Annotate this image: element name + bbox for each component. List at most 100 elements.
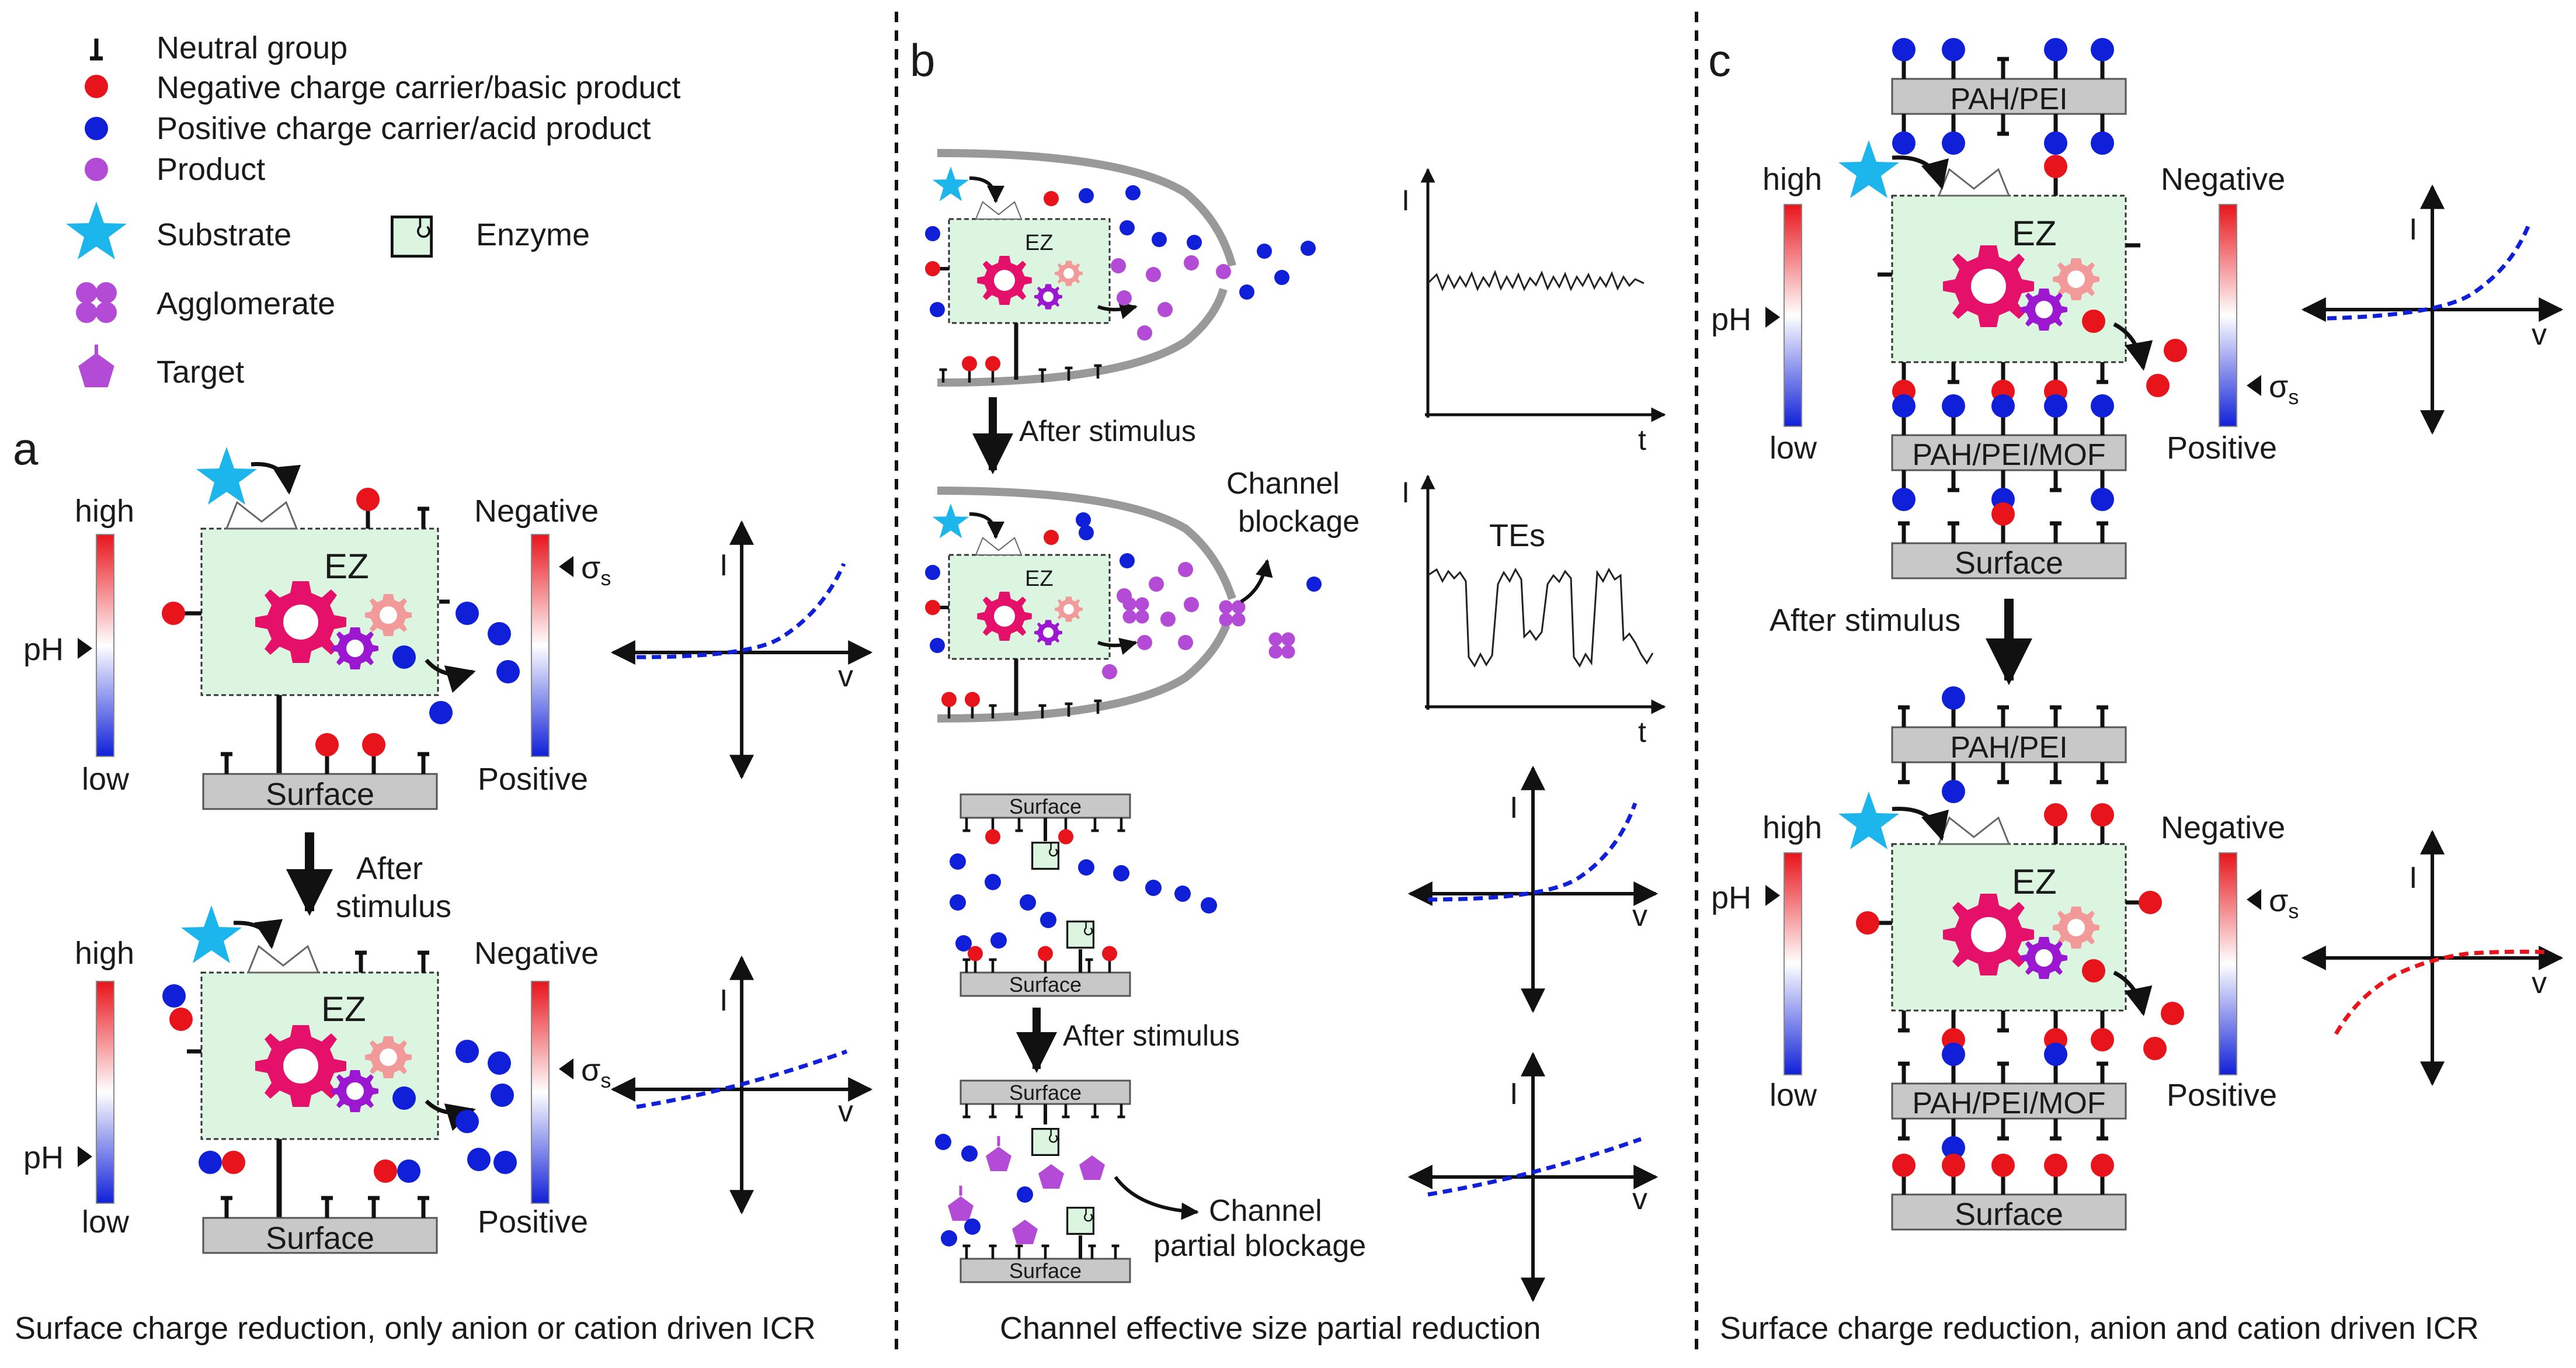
panel-b-caption: Channel effective size partial reduction bbox=[1000, 1311, 1541, 1346]
negative-label: Negative bbox=[474, 494, 599, 529]
svg-text:v: v bbox=[2532, 318, 2547, 352]
svg-text:Positive: Positive bbox=[478, 1204, 588, 1239]
svg-text:I: I bbox=[1402, 184, 1410, 217]
ez-label: EZ bbox=[324, 547, 369, 586]
tes-label: TEs bbox=[1489, 518, 1545, 553]
legend-positive: Positive charge carrier/acid product bbox=[157, 111, 651, 146]
sigma-label: σs bbox=[581, 550, 611, 590]
svg-text:low: low bbox=[82, 1204, 130, 1239]
panel-b-letter: b bbox=[910, 34, 935, 86]
iv-plot-a-top: I v bbox=[610, 520, 873, 780]
svg-text:I: I bbox=[1402, 476, 1410, 509]
ph-high-label: high bbox=[75, 494, 134, 529]
svg-text:PAH/PEI/MOF: PAH/PEI/MOF bbox=[1912, 1086, 2105, 1120]
ph-label: pH bbox=[23, 632, 64, 667]
svg-text:σs: σs bbox=[2269, 883, 2299, 923]
ph-pointer-icon bbox=[78, 638, 92, 659]
target-pentagon-icon bbox=[78, 353, 114, 387]
svg-text:pH: pH bbox=[1711, 302, 1751, 337]
svg-text:Surface: Surface bbox=[1009, 1081, 1082, 1105]
svg-text:pH: pH bbox=[23, 1140, 64, 1175]
svg-text:v: v bbox=[1632, 1182, 1647, 1216]
legend: Neutral group Negative charge carrier/ba… bbox=[66, 30, 680, 390]
svg-text:PAH/PEI: PAH/PEI bbox=[1950, 82, 2067, 116]
svg-text:high: high bbox=[1762, 810, 1822, 845]
ph-low-label: low bbox=[82, 762, 130, 797]
svg-text:EZ: EZ bbox=[321, 989, 366, 1029]
substrate-star-icon bbox=[196, 447, 257, 505]
agglomerate-icon bbox=[76, 282, 117, 323]
svg-text:low: low bbox=[1770, 430, 1817, 466]
svg-text:Negative: Negative bbox=[474, 936, 599, 971]
svg-text:partial blockage: partial blockage bbox=[1153, 1229, 1366, 1263]
iv-curve-blue bbox=[636, 563, 846, 659]
svg-text:I: I bbox=[2409, 213, 2417, 246]
neutral-group-icon bbox=[90, 39, 103, 61]
svg-text:σs: σs bbox=[2269, 369, 2299, 409]
svg-text:I: I bbox=[719, 984, 728, 1018]
iv-curve-red bbox=[2334, 949, 2547, 1035]
panel-a-caption: Surface charge reduction, only anion or … bbox=[15, 1311, 816, 1346]
svg-text:Surface: Surface bbox=[1009, 794, 1082, 818]
stimulus-label: stimulus bbox=[336, 889, 451, 924]
svg-text:PAH/PEI/MOF: PAH/PEI/MOF bbox=[1912, 438, 2105, 472]
legend-substrate: Substrate bbox=[157, 217, 291, 252]
nanopore-2: EZ Channel blockage bbox=[925, 467, 1360, 723]
svg-text:pH: pH bbox=[1711, 880, 1751, 915]
panel-a-letter: a bbox=[13, 423, 39, 474]
panel-c-bottom: PAH/PEI high pH low EZ bbox=[1711, 686, 2564, 1232]
svg-text:I: I bbox=[1510, 791, 1518, 825]
enzyme-icon bbox=[392, 217, 431, 256]
charge-gradient-bar bbox=[531, 534, 550, 757]
panel-a-bottom: high pH low EZ Surface bbox=[23, 905, 873, 1256]
positive-carrier-icon bbox=[85, 117, 108, 140]
channel-label: Channel bbox=[1226, 467, 1340, 501]
svg-text:Negative: Negative bbox=[2161, 810, 2285, 845]
svg-text:v: v bbox=[838, 1095, 853, 1129]
svg-text:Channel: Channel bbox=[1209, 1194, 1322, 1228]
svg-text:t: t bbox=[1638, 423, 1646, 456]
svg-text:Surface: Surface bbox=[1955, 546, 2063, 581]
svg-text:v: v bbox=[1632, 899, 1647, 933]
after-label: After bbox=[356, 851, 423, 886]
svg-text:EZ: EZ bbox=[1025, 231, 1054, 255]
legend-negative: Negative charge carrier/basic product bbox=[157, 70, 680, 105]
legend-neutral: Neutral group bbox=[157, 30, 347, 65]
channel-3: Surface Surface bbox=[950, 793, 1217, 997]
gear-purple-icon bbox=[332, 627, 378, 669]
nanopore-1: EZ bbox=[925, 149, 1316, 387]
svg-text:v: v bbox=[838, 659, 853, 693]
svg-text:high: high bbox=[1762, 162, 1822, 197]
current-trace-2: I t TEs bbox=[1402, 474, 1666, 748]
surface-bar bbox=[202, 773, 438, 810]
panel-c-caption: Surface charge reduction, anion and cati… bbox=[1720, 1311, 2479, 1346]
legend-target: Target bbox=[157, 355, 244, 390]
surface-label: Surface bbox=[266, 777, 374, 812]
iv-plot-a-bottom: I v bbox=[610, 955, 873, 1215]
svg-text:Surface: Surface bbox=[1009, 973, 1082, 997]
negative-carrier-icon bbox=[85, 75, 108, 98]
svg-text:Positive: Positive bbox=[2167, 1078, 2277, 1113]
svg-text:Surface: Surface bbox=[1955, 1197, 2063, 1232]
panel-c-letter: c bbox=[1708, 34, 1731, 86]
svg-text:EZ: EZ bbox=[1025, 567, 1054, 591]
svg-text:PAH/PEI: PAH/PEI bbox=[1950, 731, 2067, 765]
substrate-star-icon bbox=[66, 202, 127, 259]
iv-plot-c-top: I v bbox=[2301, 184, 2564, 435]
svg-text:Positive: Positive bbox=[2167, 430, 2277, 466]
svg-text:Surface: Surface bbox=[266, 1221, 374, 1256]
svg-text:Surface: Surface bbox=[1009, 1259, 1082, 1283]
svg-text:EZ: EZ bbox=[2012, 862, 2057, 901]
panel-a-top: high pH low EZ Surface N bbox=[23, 447, 873, 812]
svg-text:t: t bbox=[1638, 716, 1646, 748]
product-icon bbox=[85, 158, 108, 181]
legend-product: Product bbox=[157, 152, 265, 187]
svg-text:After stimulus: After stimulus bbox=[1019, 415, 1196, 447]
svg-text:EZ: EZ bbox=[2012, 214, 2057, 253]
svg-text:low: low bbox=[1770, 1078, 1817, 1113]
iv-plot-c-bottom: I v bbox=[2301, 829, 2564, 1086]
svg-text:Negative: Negative bbox=[2161, 162, 2285, 197]
iv-plot-b-2: I v bbox=[1407, 1051, 1659, 1303]
